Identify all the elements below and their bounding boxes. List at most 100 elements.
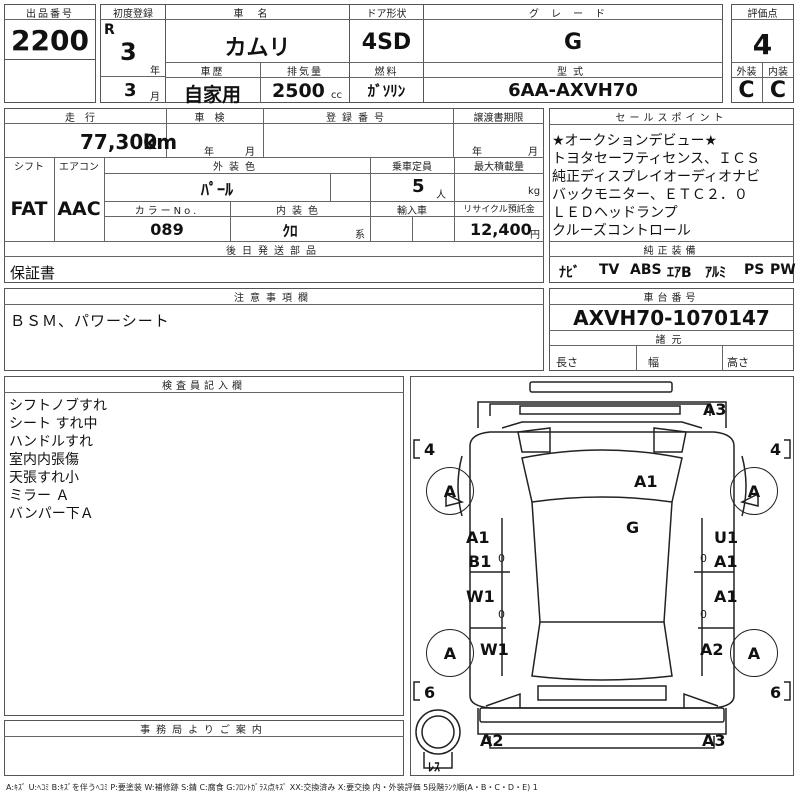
width-label: 幅 xyxy=(648,356,659,369)
equipment-navi: ﾅﾋﾞ xyxy=(559,265,580,281)
inspector-block xyxy=(4,376,404,716)
door-label: ドア形状 xyxy=(366,9,407,20)
office-label: 事務局よりご案内 xyxy=(140,725,268,736)
color-number: 089 xyxy=(150,220,184,239)
sales-point-block xyxy=(549,108,794,283)
damage-right-front-door-2: A1 xyxy=(714,552,738,571)
capacity: 5 xyxy=(412,176,425,197)
mark-right-rear: 0 xyxy=(700,608,707,621)
tire-rear-left: 6 xyxy=(424,683,436,702)
damage-left-rear-fender: W1 xyxy=(480,640,509,659)
reg-month: 3 xyxy=(124,80,137,101)
damage-front-bumper: A3 xyxy=(703,400,727,419)
chassis-block xyxy=(549,288,794,371)
later-parts: 保証書 xyxy=(10,264,56,282)
sales-line-4: バックモニター、ＥＴＣ２．０ xyxy=(552,187,748,203)
notes-block xyxy=(4,288,544,371)
damage-rear-left: A2 xyxy=(480,731,504,750)
grade: G xyxy=(563,30,583,55)
wheel-front-left: A xyxy=(426,467,474,515)
chassis-number: AXVH70-1070147 xyxy=(573,306,770,330)
recycle-label: リサイクル預託金 xyxy=(463,205,535,215)
wheel-rear-left: A xyxy=(426,629,474,677)
damage-rear-right: A3 xyxy=(702,731,726,750)
damage-right-rear-fender: A2 xyxy=(700,640,724,659)
mileage-unit: km xyxy=(143,130,178,154)
door-type: 4SD xyxy=(361,30,412,55)
inspector-line-5: 天張すれ小 xyxy=(9,470,79,486)
tire-rear-right: 6 xyxy=(770,683,782,702)
reg-year: 3 xyxy=(120,38,137,66)
score: 4 xyxy=(752,28,773,61)
wheel-rear-right: A xyxy=(730,629,778,677)
tire-front-right: 4 xyxy=(770,440,782,459)
notes-label: 注意事項欄 xyxy=(234,293,314,304)
transfer-deadline-label: 譲渡書期限 xyxy=(473,113,524,124)
grade-cell xyxy=(423,4,723,103)
equipment-pw: PW xyxy=(770,262,796,278)
sales-line-6: クルーズコントロール xyxy=(552,223,691,239)
mileage-label: 走行 xyxy=(65,113,105,124)
damage-left-front-door: A1 xyxy=(466,528,490,547)
mark-left-rear: 0 xyxy=(498,608,505,621)
history-label: 車歴 xyxy=(200,67,225,78)
later-parts-label: 後日発送部品 xyxy=(226,246,322,257)
model-code: 6AA-AXVH70 xyxy=(508,80,638,101)
fuel-label: 燃料 xyxy=(374,67,399,78)
interior-color: ｸﾛ xyxy=(282,222,298,240)
fuel: ｶﾞｿﾘﾝ xyxy=(367,82,406,100)
score-label: 評価点 xyxy=(747,9,778,20)
height-label: 高さ xyxy=(727,356,749,369)
inspector-line-3: ハンドルすれ xyxy=(9,434,93,450)
exterior-color-label: 外装色 xyxy=(213,162,261,173)
interior-label: 内装 xyxy=(768,67,788,78)
damage-right-front-door: U1 xyxy=(714,528,739,547)
equipment-label: 純正装備 xyxy=(643,246,700,257)
inspector-label: 検査員記入欄 xyxy=(162,381,246,392)
ac-label: エアコン xyxy=(59,162,99,173)
grade-label: グレード xyxy=(529,9,617,20)
car-name-label: 車名 xyxy=(233,9,282,20)
exterior-grade: C xyxy=(738,78,755,103)
damage-roof: G xyxy=(626,518,640,537)
color-number-label: カラーNo. xyxy=(134,206,200,217)
exterior-color: ﾊﾟｰﾙ xyxy=(200,180,233,199)
equipment-tv: TV xyxy=(599,262,620,278)
lot-number-label: 出品番号 xyxy=(26,9,74,20)
inspector-line-4: 室内内張傷 xyxy=(9,452,79,468)
car-outline xyxy=(413,381,791,769)
exterior-label: 外装 xyxy=(736,67,757,78)
notes-text: ＢＳＭ、パワーシート xyxy=(10,312,170,330)
damage-left-front-door-2: B1 xyxy=(468,552,492,571)
mark-left-front: 0 xyxy=(498,552,505,565)
sales-line-5: ＬＥＤヘッドランプ xyxy=(552,205,678,221)
dimensions-label: 諸元 xyxy=(655,335,688,346)
history: 自家用 xyxy=(183,84,241,106)
interior-color-label: 内装色 xyxy=(276,206,324,217)
inspector-line-1: シフトノブすれ xyxy=(9,398,107,414)
sales-line-1: ★オークションデビュー★ xyxy=(552,133,718,149)
mark-right-front: 0 xyxy=(700,552,707,565)
air-conditioner: AAC xyxy=(57,198,101,220)
capacity-label: 乗車定員 xyxy=(392,162,432,173)
model-label: 型式 xyxy=(557,67,589,78)
equipment-alloy: ｱﾙﾐ xyxy=(705,265,726,281)
spare-tire-label: ﾚｽ xyxy=(428,760,441,774)
first-registration-label: 初度登録 xyxy=(113,9,153,20)
damage-right-rear-door: A1 xyxy=(714,587,738,606)
equipment-ps: PS xyxy=(744,262,765,278)
length-label: 長さ xyxy=(556,356,578,369)
office-block xyxy=(4,720,404,776)
inspector-line-7: バンパー下Ａ xyxy=(9,506,94,522)
shift: FAT xyxy=(10,198,48,220)
tire-front-left: 4 xyxy=(424,440,436,459)
recycle-deposit: 12,400 xyxy=(470,220,532,239)
lot-number: 2200 xyxy=(11,24,89,57)
legend: A:ｷｽﾞ U:ﾍｺﾐ B:ｷｽﾞを伴うﾍｺﾐ P:要塗装 W:補修跡 S:錆 … xyxy=(6,783,538,792)
wheel-front-right: A xyxy=(730,467,778,515)
displacement-label: 排気量 xyxy=(287,67,323,78)
damage-left-rear-door: W1 xyxy=(466,587,495,606)
car-name: カムリ xyxy=(224,36,291,61)
equipment-airbag: ｴｱB xyxy=(667,265,692,281)
damage-bonnet: A1 xyxy=(634,472,658,491)
